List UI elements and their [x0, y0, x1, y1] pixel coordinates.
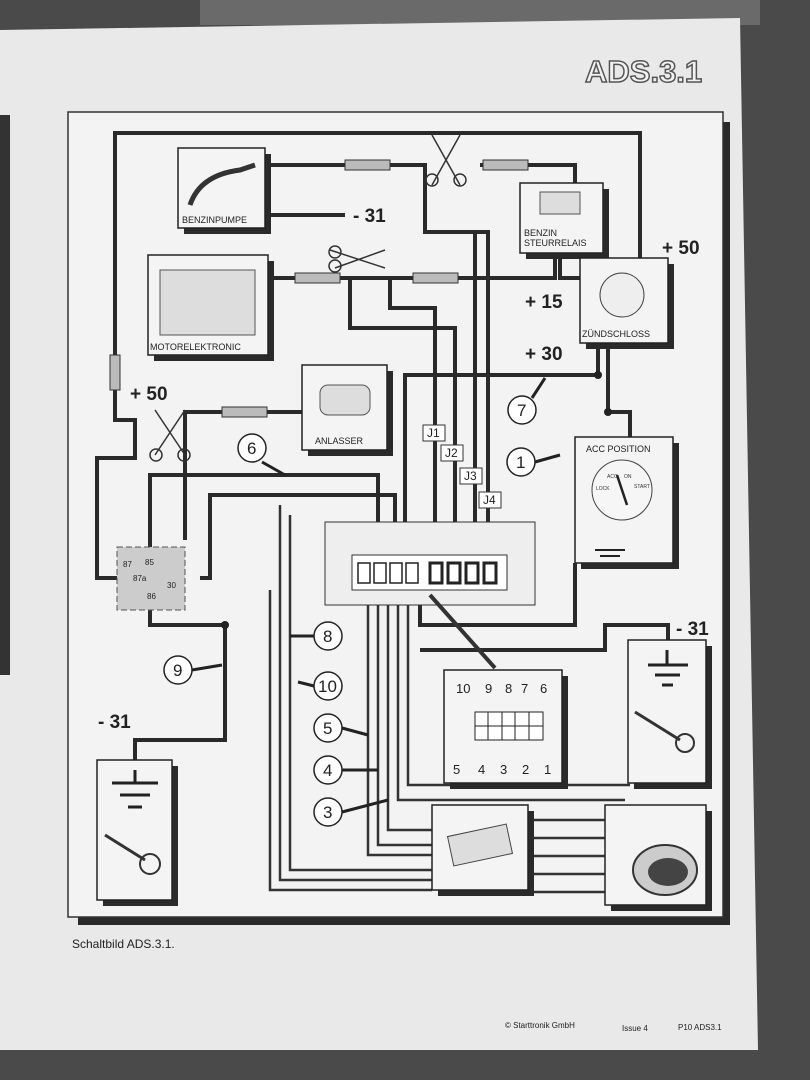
plug-box [431, 804, 534, 896]
pin-label-3: 3 [500, 762, 507, 777]
callout-4: 4 [323, 761, 332, 780]
ignition-box: ZÜNDSCHLOSS [579, 257, 674, 349]
relay: 87 85 87a 30 86 [116, 546, 186, 611]
terminal-plus50-ignition: + 50 [662, 238, 700, 259]
callout-10: 10 [318, 677, 337, 696]
acc-position-box: ACC POSITION LOCK ACC ON START [574, 436, 679, 569]
starter-motor-icon [319, 384, 371, 416]
pin-diagram: 10 9 8 7 6 5 4 3 2 1 [443, 669, 568, 789]
pin-label-6: 6 [540, 681, 547, 696]
sheet-title: ADS.3.1 [585, 54, 702, 89]
callout-9: 9 [173, 661, 182, 680]
relay-icon [539, 191, 581, 215]
ground-left-box [96, 759, 178, 906]
switch-box [604, 804, 712, 911]
plug-connector-icon [446, 823, 514, 867]
left-edge [0, 115, 10, 675]
scissors-icon [149, 134, 467, 462]
callout-5: 5 [323, 719, 332, 738]
ground-symbol-icon [648, 650, 688, 687]
fuel-relay-label-2: STEURRELAIS [524, 238, 587, 248]
callout-6: 6 [247, 439, 256, 458]
callouts [163, 377, 561, 827]
diagram-caption: Schaltbild ADS.3.1. [72, 937, 175, 951]
terminal-plus30: + 30 [525, 344, 563, 365]
fuel-relay-box: BENZIN STEURRELAIS [519, 182, 609, 259]
jumper-j1: J1 [427, 426, 440, 440]
dial-start: START [634, 484, 650, 490]
engine-label: MOTORELEKTRONIC [150, 342, 241, 352]
callout-8: 8 [323, 627, 332, 646]
terminal-minus31-pump: - 31 [353, 206, 386, 227]
pin-label-4: 4 [478, 762, 485, 777]
callout-7: 7 [517, 401, 526, 420]
pin-label-7: 7 [521, 681, 528, 696]
dial-acc: ACC [607, 474, 618, 480]
relay-pin-30: 30 [167, 581, 176, 590]
relay-pin-87: 87 [123, 560, 132, 569]
dial-on: ON [624, 474, 632, 480]
footer-issue: Issue 4 [622, 1024, 648, 1033]
ground-icon [595, 549, 625, 557]
dial-lock: LOCK [596, 486, 610, 492]
ground-symbol-icon [112, 770, 158, 809]
terminal-plus50-relay: + 50 [130, 384, 168, 405]
engine-box: MOTORELEKTRONIC [147, 254, 274, 361]
jumpers: J1 J2 J3 J4 [422, 424, 502, 509]
jumper-j3: J3 [464, 469, 477, 483]
pin-label-8: 8 [505, 681, 512, 696]
ground-right-box [627, 639, 712, 789]
pin-label-9: 9 [485, 681, 492, 696]
terminal-minus31-right: - 31 [676, 619, 709, 640]
jumper-j4: J4 [483, 493, 496, 507]
callout-1: 1 [516, 453, 525, 472]
terminal-minus31-left: - 31 [98, 712, 131, 733]
jumper-j2: J2 [445, 446, 458, 460]
engine-icon [159, 269, 256, 336]
fuel-relay-label-1: BENZIN [524, 228, 557, 238]
ignition-label: ZÜNDSCHLOSS [582, 329, 650, 339]
main-connector [324, 521, 536, 670]
relay-pin-87a: 87a [133, 574, 147, 583]
pin-label-2: 2 [522, 762, 529, 777]
pin-label-10: 10 [456, 681, 470, 696]
callout-3: 3 [323, 803, 332, 822]
relay-pin-85: 85 [145, 558, 154, 567]
pin-label-5: 5 [453, 762, 460, 777]
key-icon [599, 272, 645, 318]
acc-label: ACC POSITION [586, 444, 651, 454]
ring-terminal-icon [675, 733, 695, 753]
starter-box: ANLASSER [301, 364, 393, 456]
footer-copyright: © Starttronik GmbH [505, 1021, 575, 1030]
footer-code: P10 ADS3.1 [678, 1023, 722, 1032]
fuses [109, 159, 529, 418]
relay-pin-86: 86 [147, 592, 156, 601]
starter-label: ANLASSER [315, 436, 364, 446]
dial-pointer [615, 474, 629, 506]
ring-terminal-icon [139, 853, 161, 875]
fuel-pump-box: BENZINPUMPE [177, 147, 271, 234]
fuel-pump-label: BENZINPUMPE [182, 215, 247, 225]
pin-label-1: 1 [544, 762, 551, 777]
fuel-nozzle-icon [187, 162, 256, 206]
terminal-plus15: + 15 [525, 292, 563, 313]
